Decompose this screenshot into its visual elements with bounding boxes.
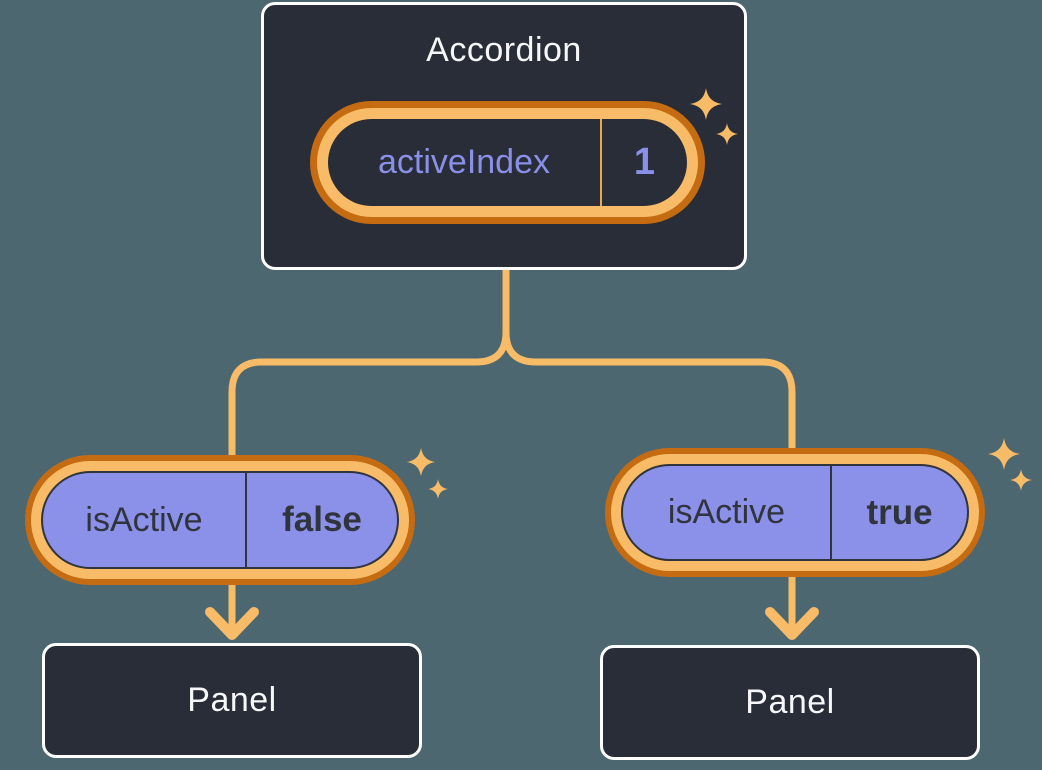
- prop-right-label: isActive: [667, 493, 786, 531]
- accordion-title: Accordion: [426, 31, 582, 69]
- arrow-left-head: [205, 607, 259, 640]
- state-value: 1: [633, 141, 656, 183]
- sparkle-icon: [1010, 469, 1032, 491]
- connector-branch-left: [228, 268, 510, 470]
- prop-pill-right: isActive true: [605, 448, 985, 577]
- prop-right-value: true: [866, 492, 933, 532]
- panel-node-left: Panel: [42, 643, 422, 758]
- panel-right-title: Panel: [745, 683, 835, 721]
- state-pill-core: activeIndex 1: [328, 119, 687, 206]
- state-pill-glow: activeIndex 1: [317, 108, 698, 217]
- state-pill-divider: [600, 119, 602, 206]
- state-label: activeIndex: [378, 143, 550, 181]
- prop-left-label: isActive: [85, 500, 203, 539]
- prop-left-value: false: [282, 500, 362, 539]
- prop-pill-left-glow: isActive false: [31, 461, 409, 579]
- prop-left-divider: [245, 473, 247, 567]
- arrow-right-head: [765, 607, 819, 640]
- sparkle-icon: [406, 447, 436, 477]
- prop-pill-left-core: isActive false: [41, 471, 399, 569]
- prop-right-divider: [830, 466, 832, 559]
- prop-pill-left: isActive false: [25, 455, 415, 585]
- panel-left-title: Panel: [187, 681, 277, 719]
- prop-pill-right-glow: isActive true: [611, 454, 979, 571]
- prop-pill-right-core: isActive true: [621, 464, 969, 561]
- state-pill: activeIndex 1: [310, 101, 705, 224]
- sparkle-icon: [428, 479, 448, 499]
- connector-branch-right: [502, 268, 796, 463]
- panel-node-right: Panel: [600, 645, 980, 760]
- sparkle-icon: [988, 438, 1020, 470]
